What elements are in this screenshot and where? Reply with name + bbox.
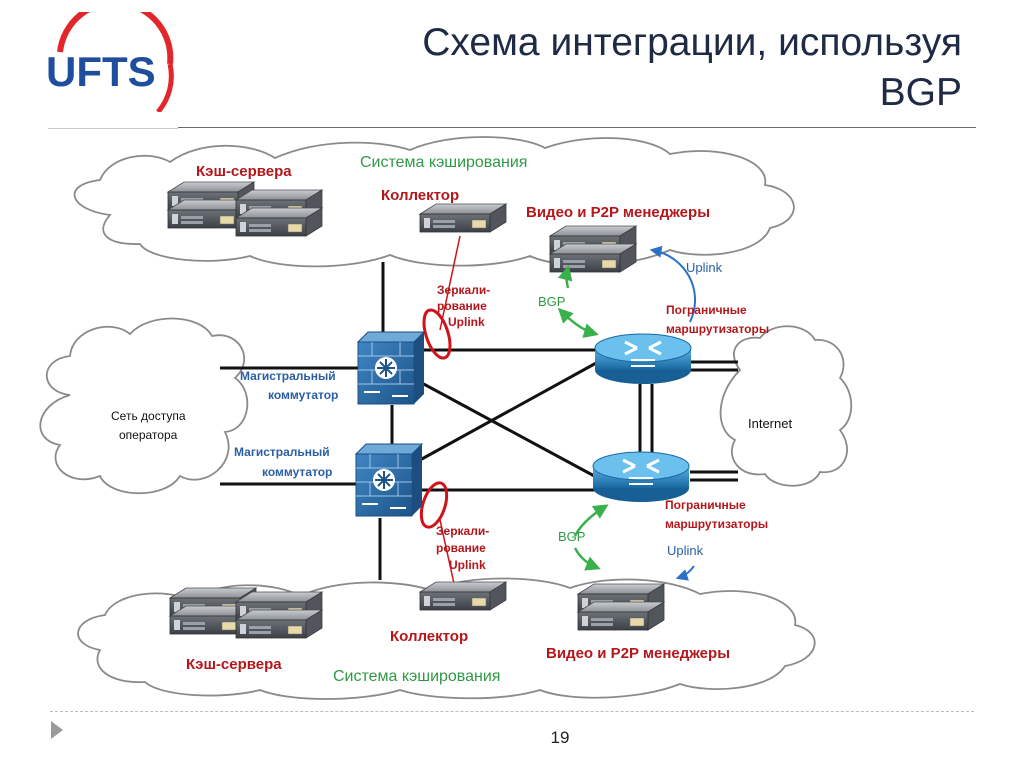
mirror-loop-bottom	[419, 481, 449, 529]
top-collector-label: Коллектор	[381, 187, 459, 204]
uplink-arrow-top	[649, 245, 696, 323]
mirror-loop-top	[422, 308, 452, 360]
switch-top-label-line1: Магистральный	[240, 369, 336, 383]
collector-bottom-link	[439, 519, 456, 589]
ufts-logo: UFTS	[46, 12, 174, 112]
title-divider	[178, 127, 976, 128]
switch-bottom-label-line1: Магистральный	[234, 445, 330, 459]
mirror-bottom-line3: Uplink	[449, 558, 486, 572]
mirror-top-line1: Зеркали-	[437, 283, 490, 297]
internet-cloud-shape	[719, 325, 853, 487]
page-number: 19	[550, 728, 570, 747]
network-links	[220, 262, 738, 580]
next-slide-icon[interactable]	[51, 721, 63, 739]
switch-bottom-label-line2: коммутатор	[262, 465, 332, 479]
border-routers-bottom-line1: Пограничные	[665, 498, 746, 512]
top-managers-label: Видео и P2P менеджеры	[526, 204, 710, 221]
mirror-bottom-line1: Зеркали-	[436, 524, 489, 538]
slide-title-line2: BGP	[879, 71, 962, 114]
access-network-cloud-shape	[39, 317, 249, 495]
collector-links	[439, 235, 461, 589]
link-cross-1	[419, 360, 599, 462]
switch-top-label-line2: коммутатор	[268, 388, 338, 402]
bgp-bottom-label: BGP	[558, 529, 585, 544]
border-router-top	[593, 332, 693, 386]
bgp-arrow-bottom	[573, 504, 609, 537]
mirror-top-line3: Uplink	[448, 315, 485, 329]
bgp-arrow-top	[557, 307, 599, 338]
server-icon	[235, 609, 323, 639]
server-icon	[235, 207, 323, 237]
uplink-top-label: Uplink	[686, 260, 723, 275]
server-icon	[577, 601, 665, 631]
access-network-line1: Сеть доступа	[111, 409, 186, 423]
bgp-arrow-bottom-down	[573, 547, 601, 571]
collector-top-link	[439, 235, 461, 331]
bgp-arrow-top-up	[557, 265, 573, 289]
access-network-cloud	[39, 317, 249, 495]
managers-servers-top	[549, 225, 637, 273]
bottom-cache-label: Кэш-сервера	[186, 656, 282, 673]
link-cross-2	[419, 380, 599, 480]
bgp-top-label: BGP	[538, 294, 565, 309]
uplink-arrow-bottom	[675, 565, 695, 581]
bottom-collector-label: Коллектор	[390, 628, 468, 645]
uplink-bottom-label: Uplink	[667, 543, 704, 558]
border-routers-bottom-line2: маршрутизаторы	[665, 517, 768, 531]
managers-servers-bottom	[577, 583, 665, 631]
server-icon	[549, 243, 637, 273]
top-system-label: Система кэширования	[360, 154, 527, 171]
internet-label: Internet	[748, 416, 792, 431]
logo-divider	[48, 128, 178, 129]
mirror-top-line2: рование	[437, 299, 487, 313]
border-routers-top-line2: маршрутизаторы	[666, 322, 769, 336]
cache-servers-bottom	[169, 587, 323, 639]
internet-cloud	[719, 325, 853, 487]
logo-text: UFTS	[46, 48, 156, 95]
mirror-bottom-line2: рование	[436, 541, 486, 555]
cache-servers-top	[167, 181, 323, 237]
slide-title: Схема интеграции, используя BGP	[322, 18, 962, 118]
backbone-switch-bottom	[355, 443, 423, 517]
backbone-switch-top	[357, 331, 425, 405]
border-routers-top-line1: Пограничные	[666, 303, 747, 317]
bottom-system-label: Система кэширования	[333, 668, 500, 685]
logo-arc	[57, 12, 174, 65]
collector-server-bottom	[419, 581, 507, 611]
border-router-bottom	[591, 450, 691, 504]
slide-title-line1: Схема интеграции, используя	[422, 21, 962, 64]
bottom-managers-label: Видео и P2P менеджеры	[546, 645, 730, 662]
top-cache-label: Кэш-сервера	[196, 163, 292, 180]
logo-arc-tail	[156, 63, 174, 112]
access-network-line2: оператора	[119, 428, 178, 442]
footer-divider	[50, 711, 974, 712]
collector-server-top	[419, 203, 507, 233]
